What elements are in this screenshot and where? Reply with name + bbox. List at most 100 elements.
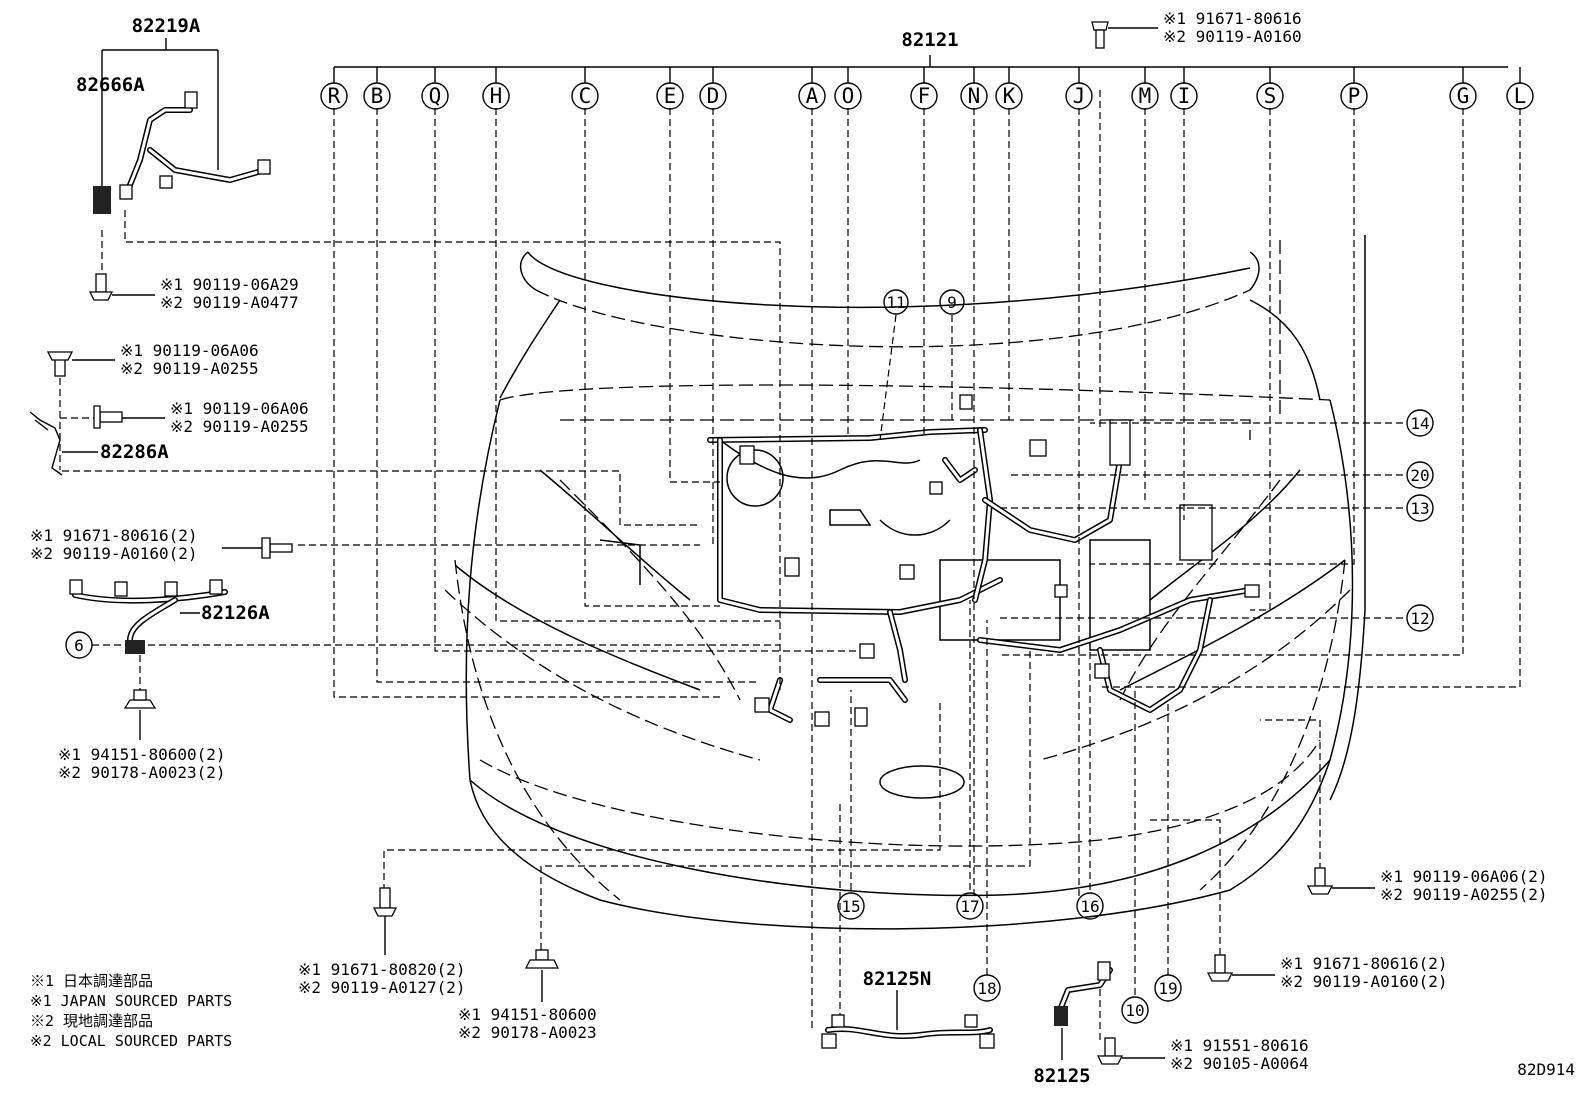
callout-l: L <box>1506 67 1534 110</box>
svg-text:※1 94151-80600: ※1 94151-80600 <box>458 1005 597 1024</box>
part-82125-label: 82125 <box>1033 1065 1090 1087</box>
svg-text:F: F <box>918 84 931 108</box>
svg-text:19: 19 <box>1158 979 1177 998</box>
bolt-icon <box>46 351 74 377</box>
callout-j: J <box>1065 67 1093 110</box>
svg-text:A: A <box>806 84 819 108</box>
svg-text:G: G <box>1457 84 1470 108</box>
svg-text:P: P <box>1348 84 1361 108</box>
svg-text:※1 90119-06A06(2): ※1 90119-06A06(2) <box>1380 867 1548 886</box>
svg-text:※1 90119-06A29: ※1 90119-06A29 <box>160 275 299 294</box>
part-82286A-label: 82286A <box>100 441 169 463</box>
callout-h: H <box>482 67 510 110</box>
svg-text:13: 13 <box>1410 499 1429 518</box>
svg-text:12: 12 <box>1410 609 1429 628</box>
part-82126A-label: 82126A <box>201 602 270 624</box>
callout-a: A <box>798 67 826 110</box>
callout-m: M <box>1131 67 1159 110</box>
callout-k: K <box>995 67 1023 110</box>
main-part-label: 82121 <box>901 29 958 51</box>
svg-text:※1 90119-06A06: ※1 90119-06A06 <box>170 399 309 418</box>
svg-text:※1 日本調達部品: ※1 日本調達部品 <box>30 972 153 990</box>
svg-text:E: E <box>664 84 677 108</box>
svg-text:Q: Q <box>429 84 442 108</box>
svg-text:※2 90119-A0160(2): ※2 90119-A0160(2) <box>1280 972 1448 991</box>
svg-text:※1 JAPAN SOURCED PARTS: ※1 JAPAN SOURCED PARTS <box>30 992 232 1010</box>
svg-text:20: 20 <box>1410 466 1429 485</box>
svg-text:M: M <box>1139 84 1152 108</box>
callout-6: 6 <box>65 631 93 659</box>
svg-text:15: 15 <box>841 897 860 916</box>
clip-icon <box>123 689 157 709</box>
svg-text:18: 18 <box>977 979 996 998</box>
bolt-icon <box>1306 867 1334 895</box>
svg-text:※2 90178-A0023: ※2 90178-A0023 <box>458 1023 597 1042</box>
callout-10: 10 <box>1121 996 1149 1024</box>
callout-19: 19 <box>1154 974 1182 1002</box>
svg-text:※2 現地調達部品: ※2 現地調達部品 <box>30 1012 153 1030</box>
callout-p: P <box>1340 67 1368 110</box>
svg-text:※2 90178-A0023(2): ※2 90178-A0023(2) <box>58 763 226 782</box>
svg-text:※1 91671-80616(2): ※1 91671-80616(2) <box>30 526 198 545</box>
svg-text:※2 90119-A0160(2): ※2 90119-A0160(2) <box>30 544 198 563</box>
engine-bay-detail <box>719 439 1151 651</box>
svg-text:※2 LOCAL SOURCED PARTS: ※2 LOCAL SOURCED PARTS <box>30 1032 232 1050</box>
svg-text:S: S <box>1264 84 1277 108</box>
right-fasteners: ※1 90119-06A06(2) ※2 90119-A0255(2) ※1 9… <box>1206 867 1548 991</box>
svg-text:C: C <box>579 84 592 108</box>
svg-text:9: 9 <box>947 293 957 312</box>
svg-text:L: L <box>1514 84 1527 108</box>
callout-15: 15 <box>837 892 865 920</box>
callout-11: 11 <box>883 289 909 315</box>
svg-text:10: 10 <box>1125 1001 1144 1020</box>
svg-text:I: I <box>1178 84 1191 108</box>
callout-c: C <box>571 67 599 110</box>
svg-text:※1 90119-06A06: ※1 90119-06A06 <box>120 341 259 360</box>
vehicle-body-outline <box>444 235 1366 930</box>
legend: ※1 日本調達部品 ※1 JAPAN SOURCED PARTS ※2 現地調達… <box>30 972 232 1050</box>
bottom-left-fasteners: ※1 91671-80820(2) ※2 90119-A0127(2) ※1 9… <box>298 887 597 1042</box>
svg-text:17: 17 <box>960 897 979 916</box>
clip-icon <box>524 949 560 969</box>
top-right-fastener: ※1 91671-80616 ※2 90119-A0160 <box>1091 9 1302 49</box>
callout-14: 14 <box>1406 409 1434 437</box>
number-callouts: 11 9 14 20 13 12 6 15 17 16 18 10 19 <box>65 289 1434 1024</box>
bolt-icon <box>93 405 123 429</box>
svg-text:※2 90119-A0255: ※2 90119-A0255 <box>120 359 259 378</box>
svg-text:O: O <box>842 84 855 108</box>
main-harness-82121 <box>707 394 1260 727</box>
diagram-code: 82D914 <box>1517 1060 1575 1079</box>
callout-g: G <box>1449 67 1477 110</box>
part-82219A-label: 82219A <box>132 15 201 37</box>
svg-text:16: 16 <box>1080 897 1099 916</box>
bolt-icon <box>372 887 398 917</box>
svg-text:※1 91671-80616(2): ※1 91671-80616(2) <box>1280 954 1448 973</box>
svg-text:R: R <box>328 84 341 108</box>
svg-text:14: 14 <box>1410 414 1429 433</box>
svg-text:D: D <box>707 84 720 108</box>
callout-o: O <box>834 67 862 110</box>
callout-f: F <box>910 67 938 110</box>
svg-text:6: 6 <box>74 636 84 655</box>
part-82126A-group: ※1 91671-80616(2) ※2 90119-A0160(2) 8212… <box>30 526 293 782</box>
part-82219A-group: 82219A 82666A ※1 90119-06A29 ※2 90119-A0… <box>76 15 299 312</box>
svg-text:※1 91671-80820(2): ※1 91671-80820(2) <box>298 960 466 979</box>
bolt-icon <box>88 273 114 301</box>
callout-d: D <box>699 67 727 110</box>
callout-n: N <box>960 67 988 110</box>
bolt-icon <box>1206 954 1234 982</box>
svg-text:※2 90119-A0255(2): ※2 90119-A0255(2) <box>1380 885 1548 904</box>
callout-16: 16 <box>1076 892 1104 920</box>
callout-b: B <box>363 67 391 110</box>
bolt-icon <box>261 537 293 559</box>
part-82125N-group: 82125N <box>821 968 995 1049</box>
svg-text:※1 91671-80616: ※1 91671-80616 <box>1163 9 1302 28</box>
svg-text:※2 90119-A0127(2): ※2 90119-A0127(2) <box>298 978 466 997</box>
svg-text:※2 90119-A0160: ※2 90119-A0160 <box>1163 27 1302 46</box>
svg-text:B: B <box>371 84 384 108</box>
part-82286A-group: ※1 90119-06A06 ※2 90119-A0255 ※1 90119-0… <box>29 341 309 476</box>
callout-9: 9 <box>939 289 965 315</box>
leader-lines <box>62 90 1521 1040</box>
svg-text:※2 90119-A0477: ※2 90119-A0477 <box>160 293 299 312</box>
